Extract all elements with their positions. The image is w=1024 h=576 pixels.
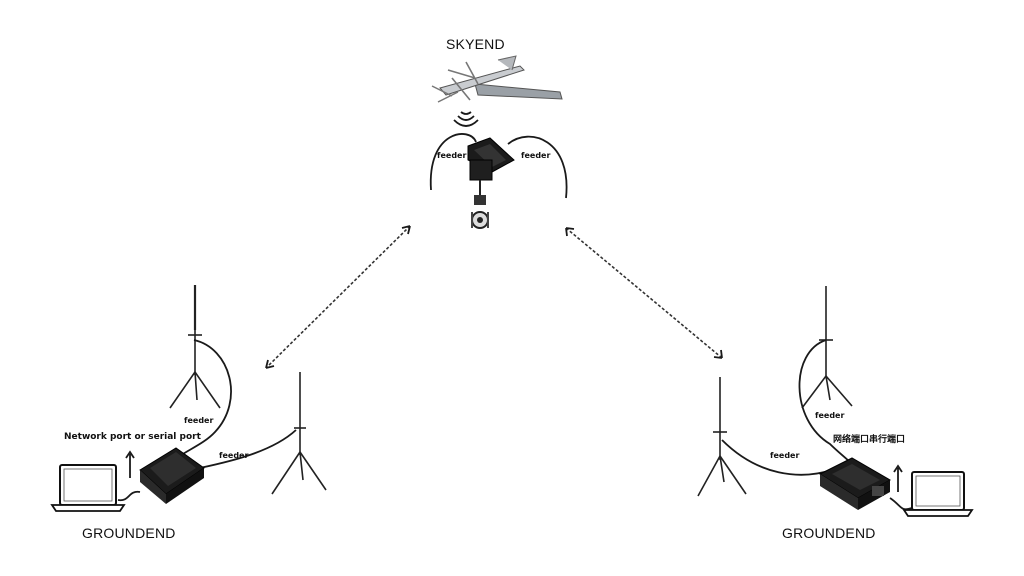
antenna-tripod-icon [169, 285, 221, 409]
sky-feeder-left [430, 133, 477, 191]
ground-left-feeder-1 [179, 339, 232, 457]
ground-right-radio-module-icon [818, 457, 892, 510]
ground-right-feeder-2 [721, 439, 833, 476]
ground-left-feeder-2 [189, 429, 297, 471]
camera-gimbal-icon [471, 195, 489, 229]
feeder-label-ground-right-1: feeder [815, 411, 845, 420]
sky-feeder-right [507, 135, 568, 199]
laptop-icon [50, 464, 126, 512]
link-left [265, 225, 411, 369]
feeder-label-ground-right-2: feeder [770, 451, 800, 460]
signal-waves-icon [453, 111, 479, 127]
antenna-tripod-icon [801, 286, 853, 409]
antenna-tripod-icon [271, 372, 327, 495]
ground-left-radio-module-icon [139, 447, 205, 504]
drone-icon [431, 55, 563, 103]
skyend-label: SKYEND [446, 36, 505, 52]
groundend-right-label: GROUNDEND [782, 525, 876, 541]
ground-right-feeder-1 [798, 339, 853, 465]
groundend-left-label: GROUNDEND [82, 525, 176, 541]
feeder-label-sky-left: feeder [437, 151, 467, 160]
antenna-tripod-icon [697, 377, 747, 497]
port-label-left: Network port or serial port [64, 432, 201, 442]
feeder-label-sky-right: feeder [521, 151, 551, 160]
laptop-icon [902, 471, 974, 517]
link-right [565, 227, 723, 359]
feeder-label-ground-left-2: feeder [219, 451, 249, 460]
feeder-label-ground-left-1: feeder [184, 416, 214, 425]
sky-radio-module-icon [467, 137, 515, 196]
port-label-right: 网络端口串行端口 [833, 435, 906, 445]
